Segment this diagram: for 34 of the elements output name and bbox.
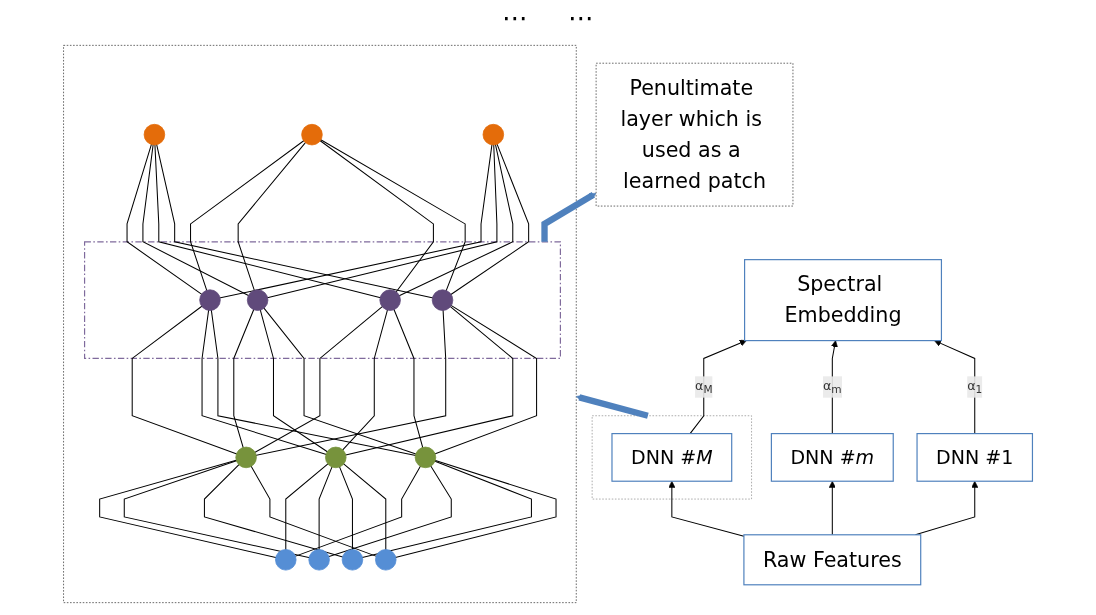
ellipsis-text: ⋯ (502, 3, 528, 33)
arrow (828, 480, 836, 535)
node-box: DNN #1 (916, 432, 1034, 482)
node-circle (375, 548, 397, 570)
cluster (84, 240, 561, 359)
edge-label: α$_{M}$ (695, 377, 713, 396)
edge-label: α$_{1}$ (967, 377, 983, 396)
node-circle (379, 288, 401, 311)
node-box: DNN #M (611, 432, 733, 482)
arrow (689, 339, 747, 434)
node-circle (341, 548, 364, 570)
node-circle (482, 123, 505, 145)
node-box: DNN #m (770, 432, 894, 482)
node-box: Spectral Embedding (744, 258, 943, 341)
node-circle (325, 446, 347, 468)
cluster (63, 44, 577, 603)
node-circle (431, 288, 454, 311)
cluster (591, 414, 752, 499)
node-circle (199, 288, 221, 311)
node-circle (275, 548, 297, 570)
arrow (575, 393, 649, 419)
node-circle (246, 288, 269, 311)
edge-label: α$_{m}$ (822, 377, 842, 396)
arrow (541, 191, 597, 242)
ellipsis-text: ⋯ (568, 3, 594, 33)
node-box: Raw Features (743, 533, 922, 585)
node-circle (143, 123, 166, 145)
arrow (831, 339, 838, 434)
node-circle (414, 446, 437, 468)
node-circle (301, 123, 323, 145)
node-circle (235, 446, 257, 468)
node-circle (308, 548, 330, 570)
node-box: Penultimate layer which is used as a learned patch (595, 62, 794, 206)
arrow (934, 339, 976, 434)
